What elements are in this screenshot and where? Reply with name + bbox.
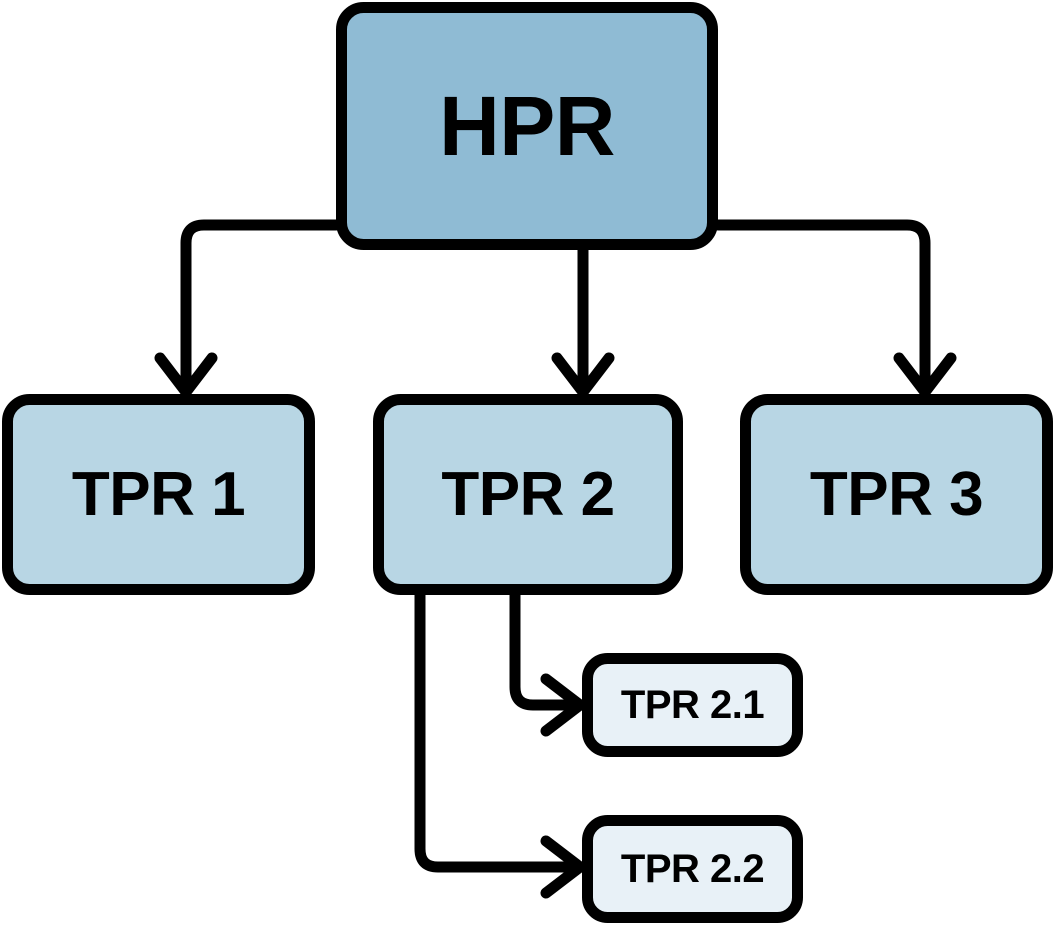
edge-tpr2-to-tpr21-arrowhead bbox=[540, 673, 586, 737]
edge-tpr2-to-tpr22 bbox=[414, 589, 586, 899]
edge-hpr-to-tpr3-line bbox=[712, 219, 931, 398]
edge-tpr2-to-tpr21 bbox=[509, 589, 586, 737]
edge-hpr-to-tpr3 bbox=[712, 219, 957, 398]
connector-layer bbox=[154, 219, 957, 899]
node-tpr22[interactable] bbox=[582, 815, 803, 923]
edge-tpr2-to-tpr22-arrowhead bbox=[540, 835, 586, 899]
edge-hpr-to-tpr3-arrowhead bbox=[893, 352, 957, 398]
edge-tpr2-to-tpr22-line bbox=[414, 589, 586, 873]
edge-hpr-to-tpr1-line bbox=[180, 219, 342, 398]
edge-hpr-to-tpr2 bbox=[551, 244, 615, 398]
edge-hpr-to-tpr1-arrowhead bbox=[154, 352, 218, 398]
node-tpr2[interactable] bbox=[373, 394, 683, 595]
node-tpr1[interactable] bbox=[2, 394, 315, 595]
node-tpr21[interactable] bbox=[582, 653, 803, 757]
edge-hpr-to-tpr2-arrowhead bbox=[551, 352, 615, 398]
node-hpr[interactable] bbox=[336, 2, 718, 250]
edge-tpr2-to-tpr21-line bbox=[509, 589, 586, 711]
node-tpr3[interactable] bbox=[740, 394, 1053, 595]
edge-hpr-to-tpr1 bbox=[154, 219, 342, 398]
